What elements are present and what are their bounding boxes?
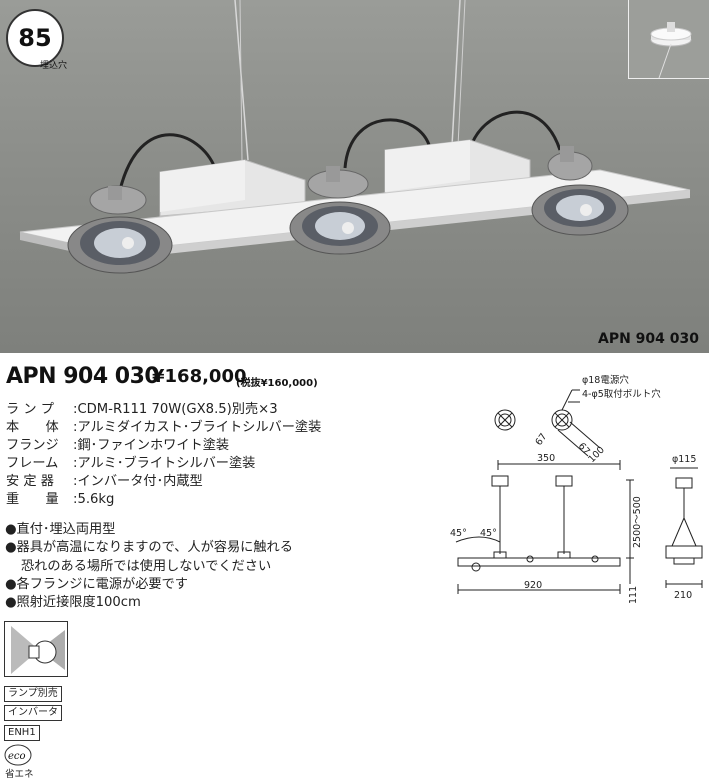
photo-caption: APN 904 030 — [597, 331, 699, 347]
spec-label: 本 体 — [6, 420, 59, 436]
price: ¥168,000 — [152, 366, 247, 387]
note-min-distance: ●照射近接限度100cm — [5, 595, 141, 611]
model-number: APN 904 030 — [6, 364, 160, 389]
dimension-drawing: φ18電源穴 4-φ5取付ボルト穴 67 67 100 350 45 — [450, 374, 703, 604]
spec-row-frame: フレーム :アルミ･ブライトシルバー塗装 — [6, 455, 321, 473]
spec-row-ballast: 安 定 器 :インバータ付･内蔵型 — [6, 473, 321, 491]
dim-phi115: φ115 — [672, 454, 696, 465]
spec-label: フランジ — [6, 438, 59, 454]
spec-row-weight: 重 量 :5.6kg — [6, 491, 321, 509]
spec-row-lamp: ラ ン プ :CDM-R111 70W(GX8.5)別売×3 — [6, 401, 321, 419]
note-power: ●各フランジに電源が必要です — [5, 576, 188, 592]
dim-210: 210 — [674, 590, 692, 601]
spec-label: フレーム — [6, 456, 59, 472]
dim-2500-500: 2500～500 — [632, 496, 643, 548]
hole-size-badge: 85 — [6, 9, 64, 67]
spec-list: ラ ン プ :CDM-R111 70W(GX8.5)別売×3 本 体 :アルミダ… — [6, 401, 321, 510]
spec-value: :CDM-R111 70W(GX8.5)別売×3 — [73, 402, 278, 417]
spec-label: ラ ン プ — [6, 402, 54, 417]
spec-label: 安 定 器 — [6, 474, 54, 490]
spec-value: :アルミダイカスト･ブライトシルバー塗装 — [73, 420, 322, 436]
bolt-hole-label: 4-φ5取付ボルト穴 — [582, 388, 661, 400]
dim-350: 350 — [537, 453, 555, 464]
notes-list: ●直付･埋込両用型 ●器具が高温になりますので、人が容易に触れる 恐れのある場所… — [5, 521, 293, 612]
power-hole-label: φ18電源穴 — [582, 374, 629, 386]
note-heat-warning: ●器具が高温になりますので、人が容易に触れる — [5, 540, 293, 556]
note-mounting: ●直付･埋込両用型 — [5, 522, 116, 537]
eco-leaf-icon: eco — [4, 744, 32, 766]
spotlight-icon — [11, 626, 65, 674]
tag-lamp-sold-separately: ランプ別売 — [4, 686, 62, 702]
spec-row-flange: フランジ :鋼･ファインホワイト塗装 — [6, 437, 321, 455]
angle-left: 45° — [450, 528, 467, 539]
dim-111: 111 — [628, 586, 639, 604]
tag-inverter: インバータ — [4, 705, 62, 721]
price-excluding-tax: (税抜¥160,000) — [236, 378, 318, 389]
hole-size-label: 埋込穴 — [40, 61, 68, 71]
angle-right: 45° — [480, 528, 497, 539]
ceiling-canopy-illustration — [650, 22, 692, 79]
beam-spread-icon — [4, 621, 68, 677]
spec-label: 重 量 — [6, 492, 59, 508]
fixture-illustration — [19, 0, 691, 274]
svg-text:eco: eco — [8, 751, 26, 762]
tag-enh1: ENH1 — [4, 725, 40, 741]
dim-920: 920 — [524, 580, 542, 591]
spec-value: :インバータ付･内蔵型 — [73, 474, 203, 490]
spec-value: :5.6kg — [73, 492, 115, 508]
note-heat-warning-cont: 恐れのある場所では使用しないでください — [21, 558, 272, 574]
product-photo: 85 埋込穴 APN 904 030 — [0, 0, 709, 353]
dimension-diagram: φ18電源穴 4-φ5取付ボルト穴 67 67 100 350 45 — [440, 362, 709, 612]
spec-value: :アルミ･ブライトシルバー塗装 — [73, 456, 256, 472]
eco-icon: eco — [4, 744, 32, 766]
spec-value: :鋼･ファインホワイト塗装 — [73, 438, 230, 454]
spec-row-body: 本 体 :アルミダイカスト･ブライトシルバー塗装 — [6, 419, 321, 437]
ceiling-mount-inset — [628, 0, 709, 79]
eco-label: 省エネ — [5, 769, 34, 780]
dim-67a: 67 — [533, 432, 549, 448]
